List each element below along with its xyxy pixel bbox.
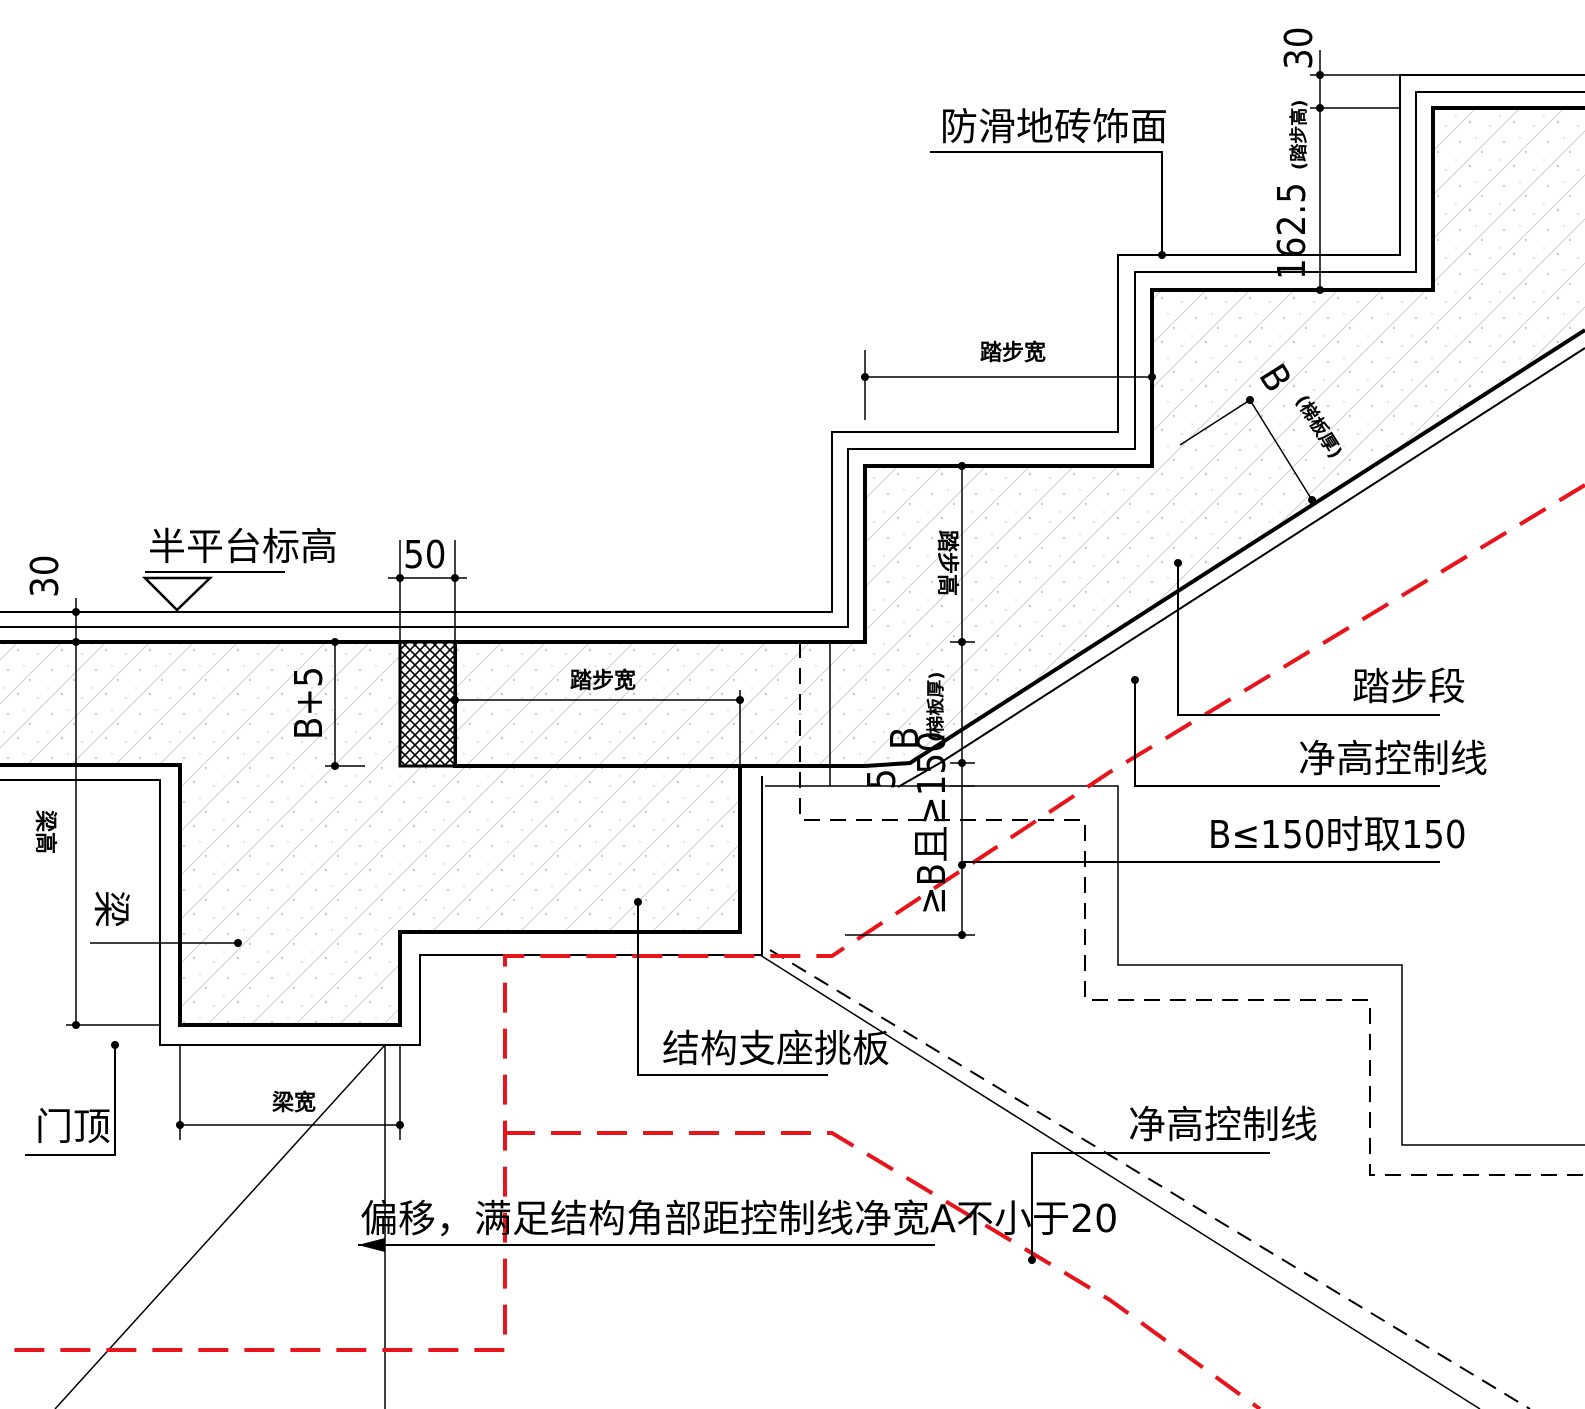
label-beam: 梁 — [89, 890, 133, 928]
labels: 防滑地砖饰面 半平台标高 踏步宽 踏步宽 踏步高 梁高 梁 梁宽 门顶 结构支座… — [23, 27, 1488, 1242]
finish-layers — [0, 74, 1585, 1046]
label-beam-height: 梁高 — [32, 809, 58, 854]
curb-block — [398, 640, 457, 768]
dim-top-finish: 30 — [1277, 27, 1321, 71]
dim-b-plus-5: B+5 — [287, 666, 331, 740]
label-headroom-line-1: 净高控制线 — [1298, 737, 1488, 781]
label-landing-note: (梯板厚) — [925, 672, 947, 742]
dim-left-finish: 30 — [23, 555, 67, 599]
label-beam-width: 梁宽 — [271, 1090, 316, 1116]
dim-riser-total: 162.5 — [1270, 182, 1314, 280]
headroom-control-lines — [0, 483, 1585, 1409]
label-riser-note: (踏步高) — [1288, 100, 1310, 170]
label-support-ledge: 结构支座挑板 — [662, 1027, 890, 1071]
label-b-rule: B≤150时取150 — [1208, 813, 1467, 857]
label-door-top: 门顶 — [35, 1105, 111, 1149]
label-stair-flight: 踏步段 — [1352, 665, 1466, 709]
label-anti-slip-tile: 防滑地砖饰面 — [940, 105, 1168, 149]
label-riser-height: 踏步高 — [934, 530, 960, 596]
label-tread-width-mid: 踏步宽 — [570, 668, 636, 694]
label-offset-note: 偏移，满足结构角部距控制线净宽A不小于20 — [360, 1197, 1118, 1241]
label-landing-b: B — [883, 727, 927, 750]
label-headroom-line-2: 净高控制线 — [1128, 1103, 1318, 1147]
label-tread-width-top: 踏步宽 — [980, 340, 1046, 366]
dim-b-ge-150: ≥B且≥150 — [910, 731, 954, 915]
leader-lines — [25, 151, 1440, 1260]
dim-curb-width: 50 — [403, 533, 447, 577]
label-half-landing-elevation: 半平台标高 — [148, 525, 338, 569]
dim-gap-5: 5 — [860, 768, 904, 790]
dashed-outlines — [769, 642, 1585, 1409]
elevation-marker-icon — [141, 576, 214, 612]
concrete-body — [0, 108, 1585, 1025]
arrow-icon — [358, 1238, 385, 1252]
